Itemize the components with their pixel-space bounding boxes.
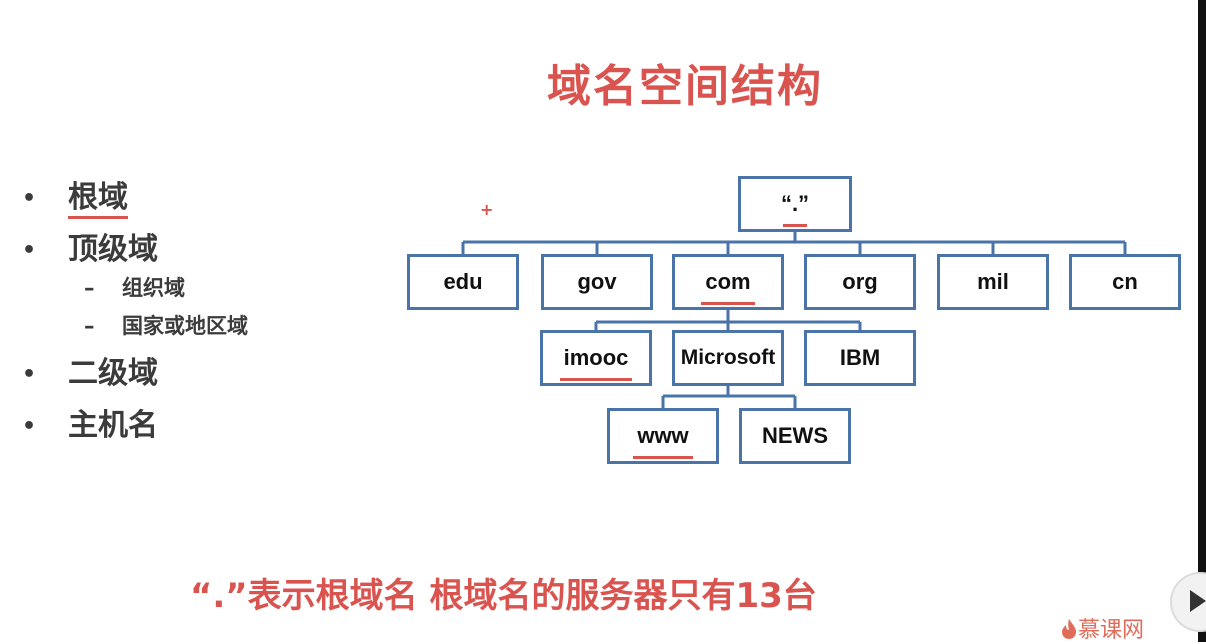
node-label: Microsoft [680, 346, 776, 369]
node-label: com [705, 269, 751, 294]
bullet-marker: • [22, 186, 37, 211]
node-mil: mil [937, 254, 1049, 310]
node-label: NEWS [762, 423, 828, 448]
annotation-plus-mark: + [480, 200, 494, 219]
node-news: NEWS [739, 408, 851, 464]
bullet-text: 二级域 [68, 356, 158, 391]
node-label: gov [577, 269, 617, 294]
logo-text: 慕课网 [1078, 618, 1145, 643]
bullet-text: 主机名 [68, 408, 158, 443]
bullet-hostname: • 主机名 [22, 400, 158, 444]
node-label: org [842, 269, 878, 294]
bullet-root-domain: • 根域 [22, 172, 128, 219]
bullet-second-level-domain: • 二级域 [22, 348, 158, 392]
window-edge [1198, 0, 1206, 642]
red-underline [782, 224, 808, 227]
node-label: mil [977, 269, 1009, 294]
red-underline [633, 456, 693, 459]
node-label: IBM [839, 345, 881, 370]
sub-bullet-org-domain: – 组织域 [84, 272, 185, 302]
bullet-marker: • [22, 414, 37, 439]
node-edu: edu [407, 254, 519, 310]
node-cn: cn [1069, 254, 1181, 310]
imooc-logo: 慕课网 [1060, 612, 1144, 644]
node-label: www [637, 423, 689, 448]
node-imooc: imooc [540, 330, 652, 386]
footer-caption: “.”表示根域名 根域名的服务器只有13台 [190, 576, 817, 616]
node-label: cn [1112, 269, 1138, 294]
flame-icon [1062, 619, 1076, 639]
sub-bullet-text: 组织域 [122, 276, 185, 300]
node-www: www [607, 408, 719, 464]
bullet-marker: • [22, 238, 37, 263]
dash-marker: – [84, 314, 95, 338]
red-underline [559, 378, 633, 381]
node-com: com [672, 254, 784, 310]
bullet-marker: • [22, 362, 37, 387]
node-root: “.” [738, 176, 852, 232]
node-ibm: IBM [804, 330, 916, 386]
bullet-top-level-domain: • 顶级域 [22, 224, 158, 268]
red-underline [701, 302, 755, 305]
play-icon [1190, 590, 1206, 612]
node-microsoft: Microsoft [672, 330, 784, 386]
bullet-text: 根域 [68, 180, 128, 219]
dash-marker: – [84, 276, 95, 300]
node-org: org [804, 254, 916, 310]
node-label: edu [443, 269, 483, 294]
sub-bullet-text: 国家或地区域 [122, 314, 248, 338]
node-gov: gov [541, 254, 653, 310]
sub-bullet-country-domain: – 国家或地区域 [84, 310, 248, 340]
node-label: “.” [780, 191, 810, 216]
slide-title: 域名空间结构 [547, 61, 823, 112]
node-label: imooc [563, 345, 629, 370]
bullet-text: 顶级域 [68, 232, 158, 267]
